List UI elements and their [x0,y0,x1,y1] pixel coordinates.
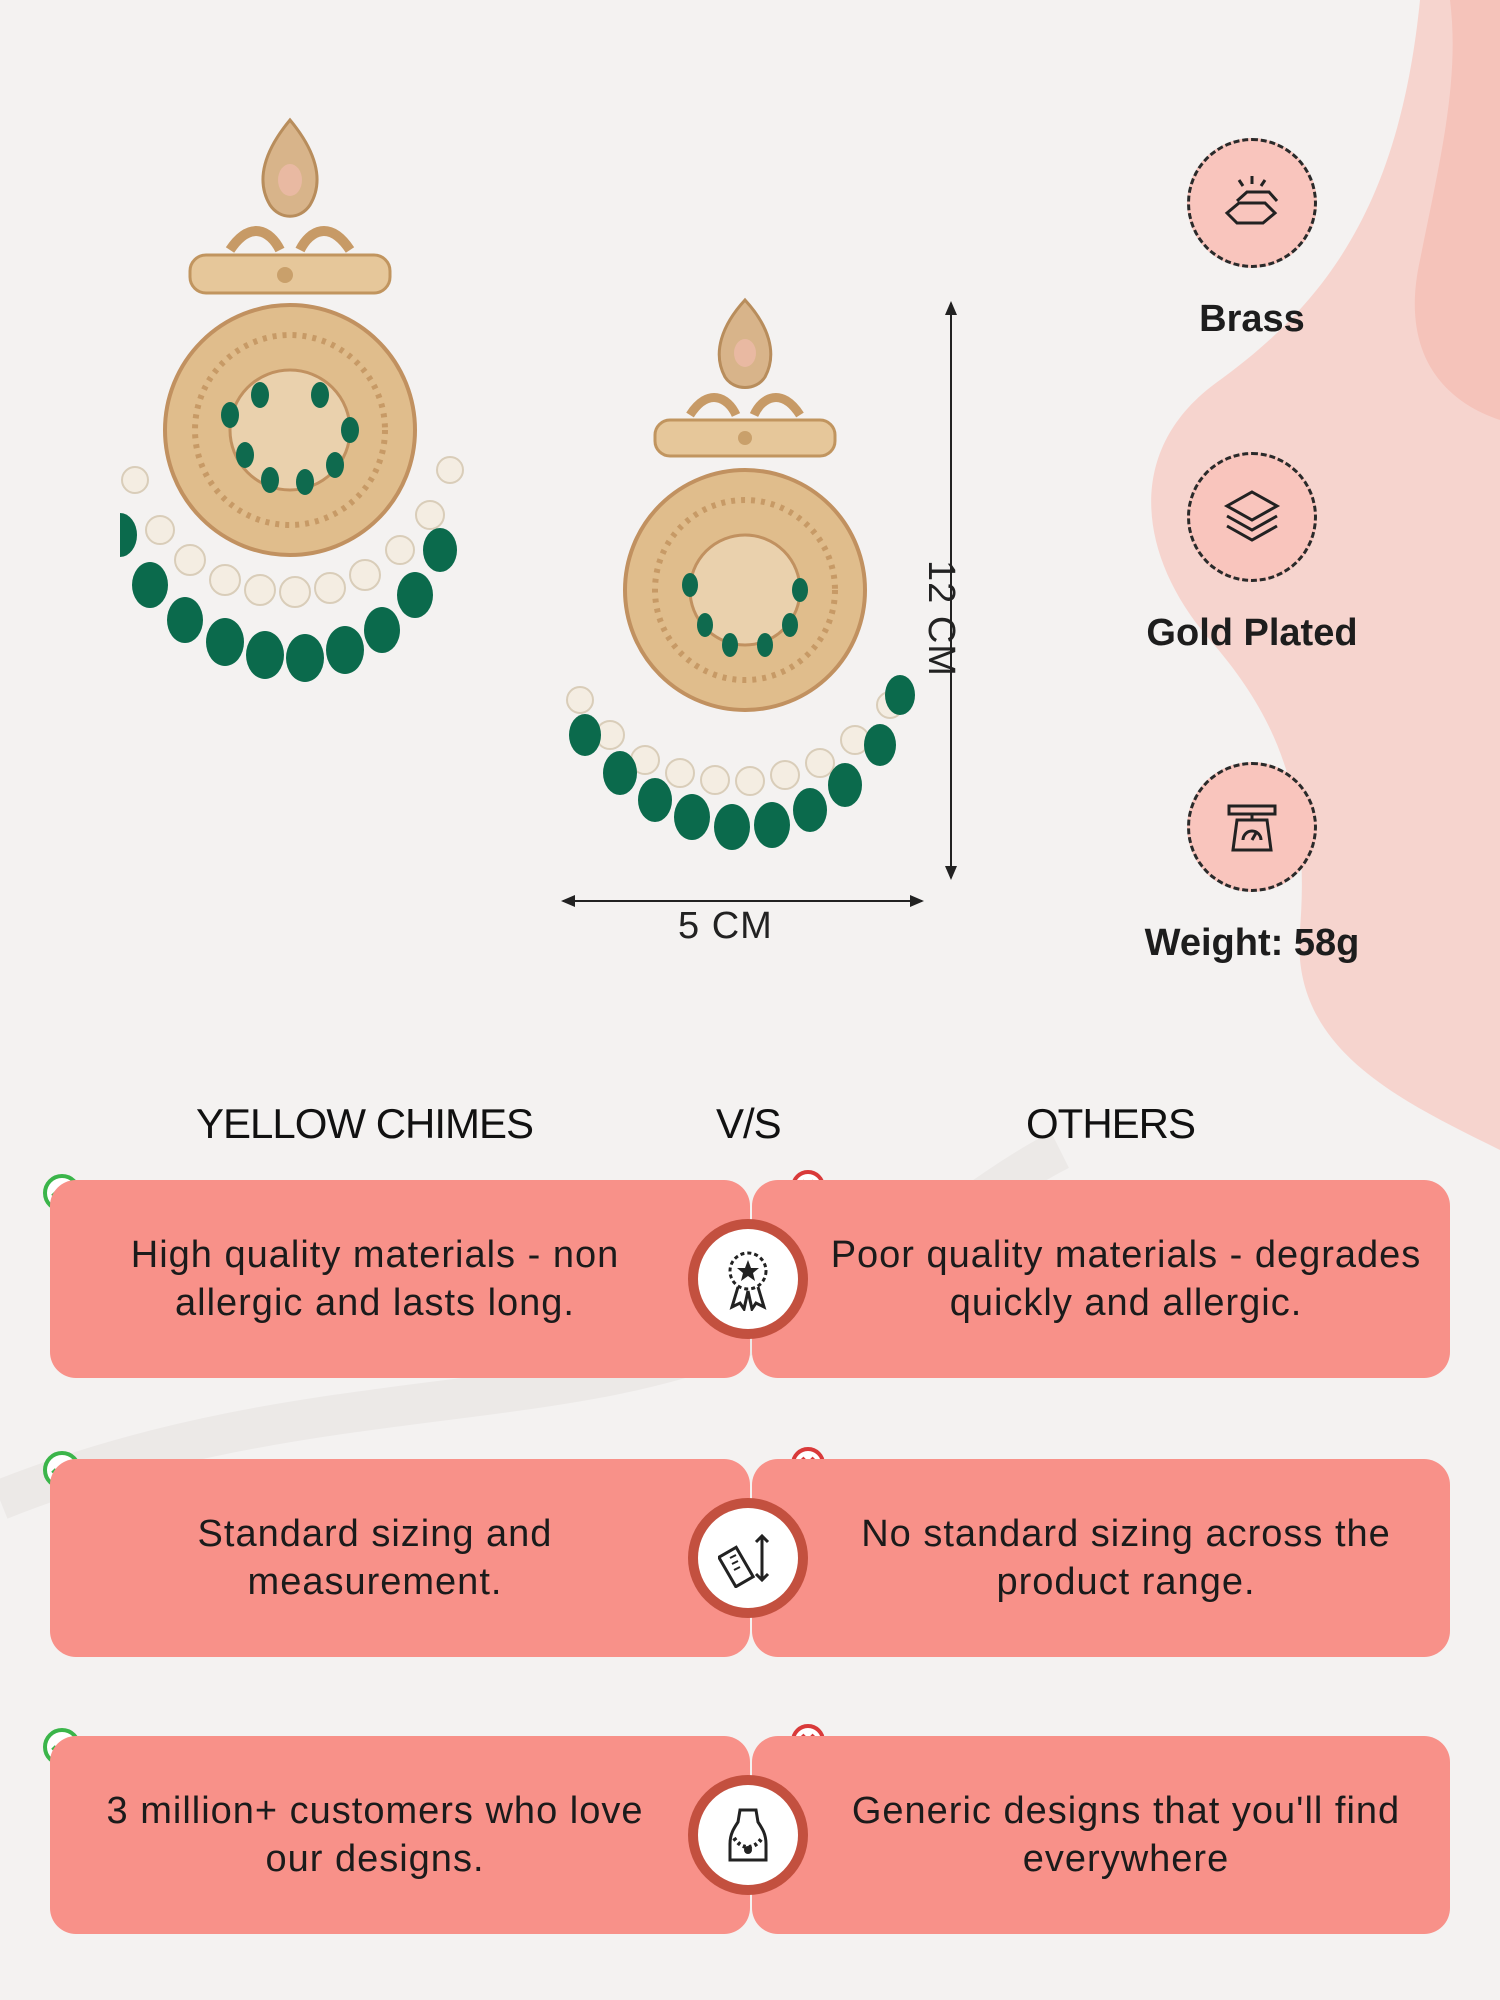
earring-large-image [120,117,464,682]
ruler-icon [718,1533,770,1588]
comparison-ours-card: 3 million+ customers who love our design… [50,1736,750,1934]
dimension-arrows [561,301,957,907]
spec-gold-plated: Gold Plated [1132,452,1372,655]
spec-label: Gold Plated [1146,612,1358,654]
gold-bars-icon [1224,176,1279,225]
comparison-ours-text: High quality materials - non allergic an… [130,1234,620,1324]
comparison-ours-card: High quality materials - non allergic an… [50,1180,750,1378]
vs-label: V/S [716,1100,782,1147]
jewelry-bust-icon [728,1808,768,1862]
comparison-others-card: Poor quality materials - degrades quickl… [752,1180,1450,1378]
comparison-others-card: Generic designs that you'll find everywh… [752,1736,1450,1934]
spec-brass: Brass [1132,138,1372,341]
comparison-ours-text: 3 million+ customers who love our design… [106,1790,644,1880]
comparison-others-text: Poor quality materials - degrades quickl… [830,1234,1422,1324]
layers-icon [1223,490,1281,542]
spec-label: Brass [1199,298,1305,340]
spec-weight: Weight: 58g [1132,762,1372,965]
comparison-others-text: Generic designs that you'll find everywh… [851,1790,1401,1880]
weighing-scale-icon [1227,804,1277,852]
comparison-center-badge [688,1775,808,1895]
spec-label: Weight: 58g [1144,922,1360,964]
earring-dimension-image [566,297,915,850]
comparison-center-badge [688,1219,808,1339]
comparison-ours-text: Standard sizing and measurement. [197,1513,553,1603]
spec-circle [1187,452,1317,582]
spec-circle [1187,762,1317,892]
brand-column-header: YELLOW CHIMES [196,1100,534,1147]
comparison-others-text: No standard sizing across the product ra… [861,1513,1391,1603]
width-dimension-label: 5 CM [678,905,773,947]
others-column-header: OTHERS [1026,1100,1196,1147]
comparison-others-card: No standard sizing across the product ra… [752,1459,1450,1657]
spec-circle [1187,138,1317,268]
comparison-center-badge [688,1498,808,1618]
quality-badge-icon [728,1251,768,1311]
height-dimension-label: 12 CM [920,560,962,677]
comparison-ours-card: Standard sizing and measurement. [50,1459,750,1657]
